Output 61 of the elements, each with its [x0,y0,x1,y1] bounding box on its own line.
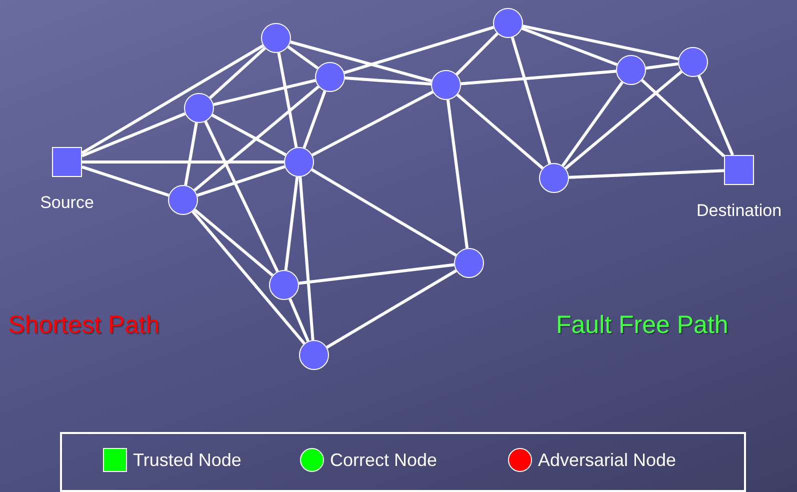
connector-line [298,176,314,340]
connector-line [288,298,310,342]
connector-line [456,32,498,76]
connector-line [312,90,434,156]
connector-line [522,24,679,60]
connector-line [646,62,678,70]
legend-text: Correct Node [330,450,438,470]
connector-line [298,263,454,285]
legend-text: Trusted Node [133,450,242,470]
network-node [269,270,299,300]
connector-line [344,26,494,74]
connector-line [184,122,198,186]
connector-line [521,26,618,66]
connector-line [196,165,286,197]
connector-line [204,120,279,272]
path-label: Shortest Path [8,311,160,340]
network-node [168,185,198,215]
connector-line [561,81,624,167]
connector-line [82,160,284,164]
connector-line [192,210,306,345]
network-node [299,340,329,370]
network-node [454,248,484,278]
connector-line [277,52,298,148]
node-caption: Source [40,193,94,213]
connector-line [290,40,432,82]
connector-line [460,70,616,86]
path-label: Fault Free Path [556,311,728,340]
connector-line [287,46,319,70]
network-node [284,147,314,177]
endpoint-node [724,155,754,185]
connector-line [82,165,170,197]
connector-line [510,36,552,164]
network-node [315,62,345,92]
network-node [261,23,291,53]
connector-line [81,112,186,158]
legend-text: Adversarial Node [538,450,676,470]
network-node [539,163,569,193]
network-node [678,47,708,77]
connector-line [564,70,682,170]
connector-line [194,85,320,192]
connector-line [194,208,274,276]
network-node [616,55,646,85]
connector-line [284,176,299,270]
network-node [184,93,214,123]
connector-line [209,46,266,100]
connector-line [302,90,326,148]
network-node [431,70,461,100]
connector-line [213,79,316,106]
connector-line [568,169,724,179]
connector-line [640,79,726,158]
connector-line [456,94,544,170]
network-node [493,8,523,38]
connector-line [311,168,457,257]
connector-line [446,100,469,248]
connector-line [698,75,734,156]
connector-line [81,44,264,154]
endpoint-node [52,147,82,177]
node-caption: Destination [696,201,782,221]
connector-line [326,269,457,349]
connector-line [344,76,432,86]
connector-line [211,114,287,156]
